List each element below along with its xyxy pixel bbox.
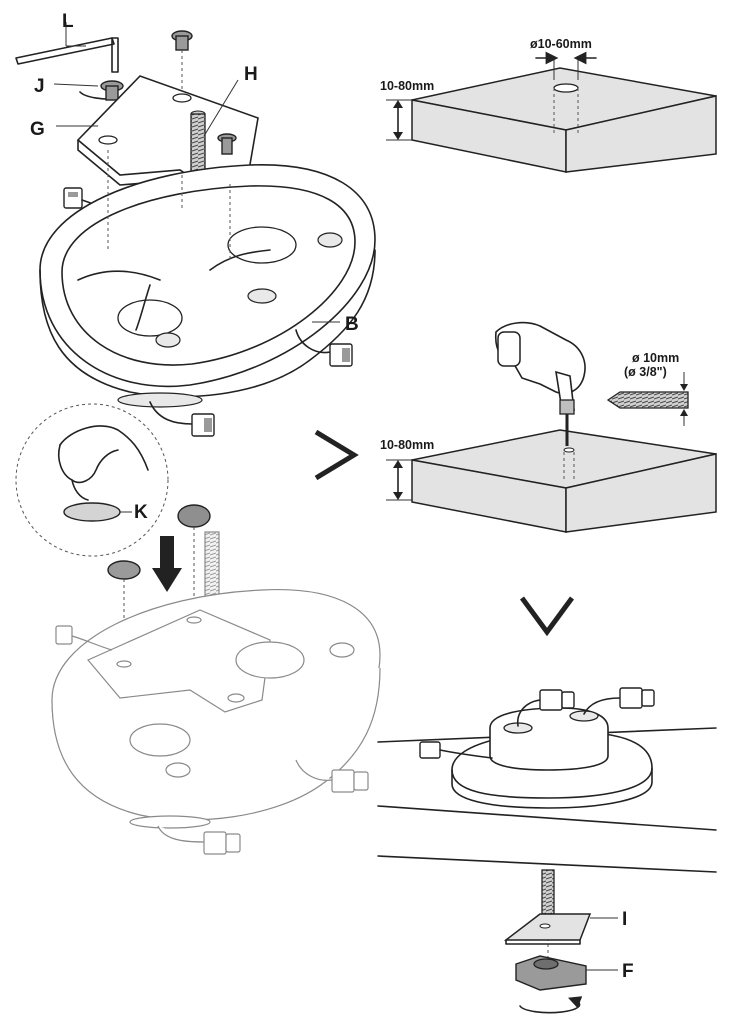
rotate-arrow-bottom-icon xyxy=(519,996,583,1014)
down-arrow-icon xyxy=(152,536,182,592)
label-h: H xyxy=(244,64,258,85)
screw-j-icon xyxy=(100,80,124,101)
cable-connector-mounted-1 xyxy=(516,689,575,727)
chevron-down-icon xyxy=(519,596,575,637)
cable-connector-mounted-3 xyxy=(419,741,493,759)
threaded-rod-below-desk xyxy=(541,869,555,915)
connector-left-faint xyxy=(55,625,113,651)
desk-hole xyxy=(553,83,579,93)
hand-icon xyxy=(57,425,149,501)
label-f: F xyxy=(622,961,634,982)
label-i: I xyxy=(622,909,627,930)
label-g: G xyxy=(30,119,45,140)
cable-connector-mounted-2 xyxy=(583,687,655,715)
step-5-mounted-base: I F xyxy=(377,687,717,1014)
cap-left xyxy=(107,560,141,580)
screw-top-icon xyxy=(171,30,193,92)
connector-right-faint xyxy=(295,759,369,793)
label-l: L xyxy=(62,11,74,32)
screw-plate-icon xyxy=(217,133,237,155)
step-4-drilling: ø 10mm (ø 3/8") 10-80mm xyxy=(380,321,717,533)
detail-circle xyxy=(15,403,169,557)
label-j: J xyxy=(34,76,45,97)
desk-thickness-label-top: 10-80mm xyxy=(380,79,434,93)
desk-thickness-label-bottom: 10-80mm xyxy=(380,438,434,452)
step-1-base-exploded-view: L J G H B xyxy=(15,11,376,437)
cable-b xyxy=(295,321,353,367)
allen-key-icon xyxy=(15,22,119,73)
connector-bottom-faint xyxy=(157,825,241,855)
drill-bit-icon xyxy=(606,372,689,426)
cap-k xyxy=(63,502,121,522)
chevron-right-icon xyxy=(314,429,359,481)
power-drill-icon xyxy=(494,321,586,446)
label-k: K xyxy=(134,502,148,523)
base-housing xyxy=(39,150,376,408)
cap-right xyxy=(177,504,211,528)
cable-bottom xyxy=(149,401,215,437)
label-b: B xyxy=(345,314,359,335)
drill-diameter-metric: ø 10mm xyxy=(632,351,679,365)
drill-diameter-imperial: (ø 3/8") xyxy=(624,365,667,379)
step-2-caps-reassembly: K xyxy=(15,403,381,855)
knob-f xyxy=(515,955,618,991)
base-housing-assembled xyxy=(51,589,381,829)
hole-diameter-label: ø10-60mm xyxy=(530,37,592,51)
step-3-desk-hole: ø10-60mm 10-80mm xyxy=(380,37,717,173)
